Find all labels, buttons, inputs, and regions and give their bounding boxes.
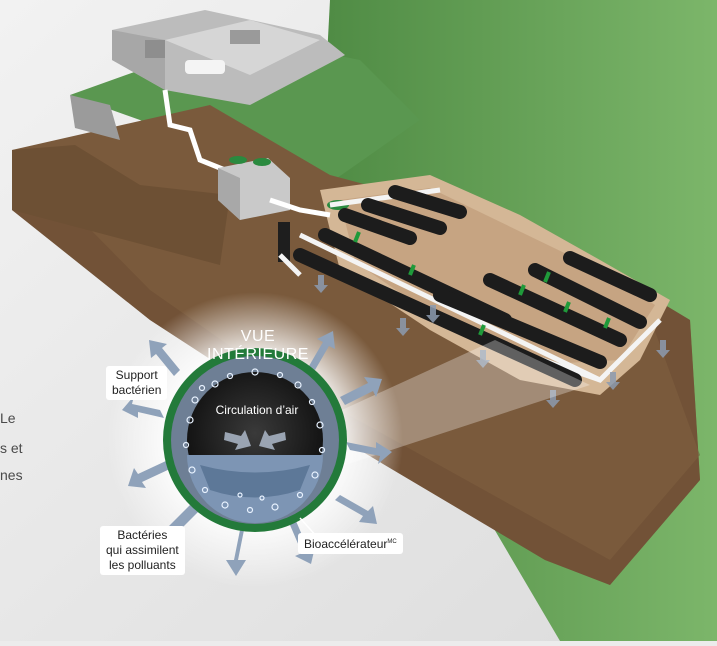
septic-tank	[218, 156, 290, 220]
circulation-arrows-icon	[224, 430, 286, 450]
inset-outer-arrows	[122, 331, 392, 576]
label-bioaccelerateur: BioaccélérateurMC	[298, 533, 403, 554]
flow-arrows	[314, 275, 670, 408]
cut-text-line-3: nes	[0, 467, 23, 483]
cut-text-line-1: Le	[0, 410, 16, 426]
label-bioaccelerateur-text: Bioaccélérateur	[304, 537, 388, 551]
label-support-line-1: Support	[115, 368, 158, 382]
bacteria-bubbles	[182, 368, 326, 514]
label-trademark: MC	[387, 539, 397, 545]
cut-text-line-2: s et	[0, 440, 23, 456]
inset-title: VUE INTÉRIEURE	[207, 328, 309, 363]
label-bacteries: Bactéries qui assimilent les polluants	[100, 526, 185, 575]
label-bacteries-line-2: qui assimilent	[106, 543, 179, 557]
soil-front-face	[12, 150, 700, 585]
soil-house-block	[12, 145, 230, 265]
house	[70, 10, 345, 140]
label-support-bacterien: Support bactérien	[106, 366, 168, 400]
house-outlet-pipe	[162, 89, 226, 173]
inset-pipe-section	[163, 348, 347, 532]
pipe-bands	[353, 231, 611, 336]
label-support-line-2: bactérien	[112, 383, 162, 397]
label-bacteries-line-3: les polluants	[108, 558, 176, 572]
label-circulation-air: Circulation d’air	[215, 403, 299, 417]
tank-outlet-pipe	[269, 197, 331, 218]
label-bacteries-line-1: Bactéries	[117, 528, 168, 542]
